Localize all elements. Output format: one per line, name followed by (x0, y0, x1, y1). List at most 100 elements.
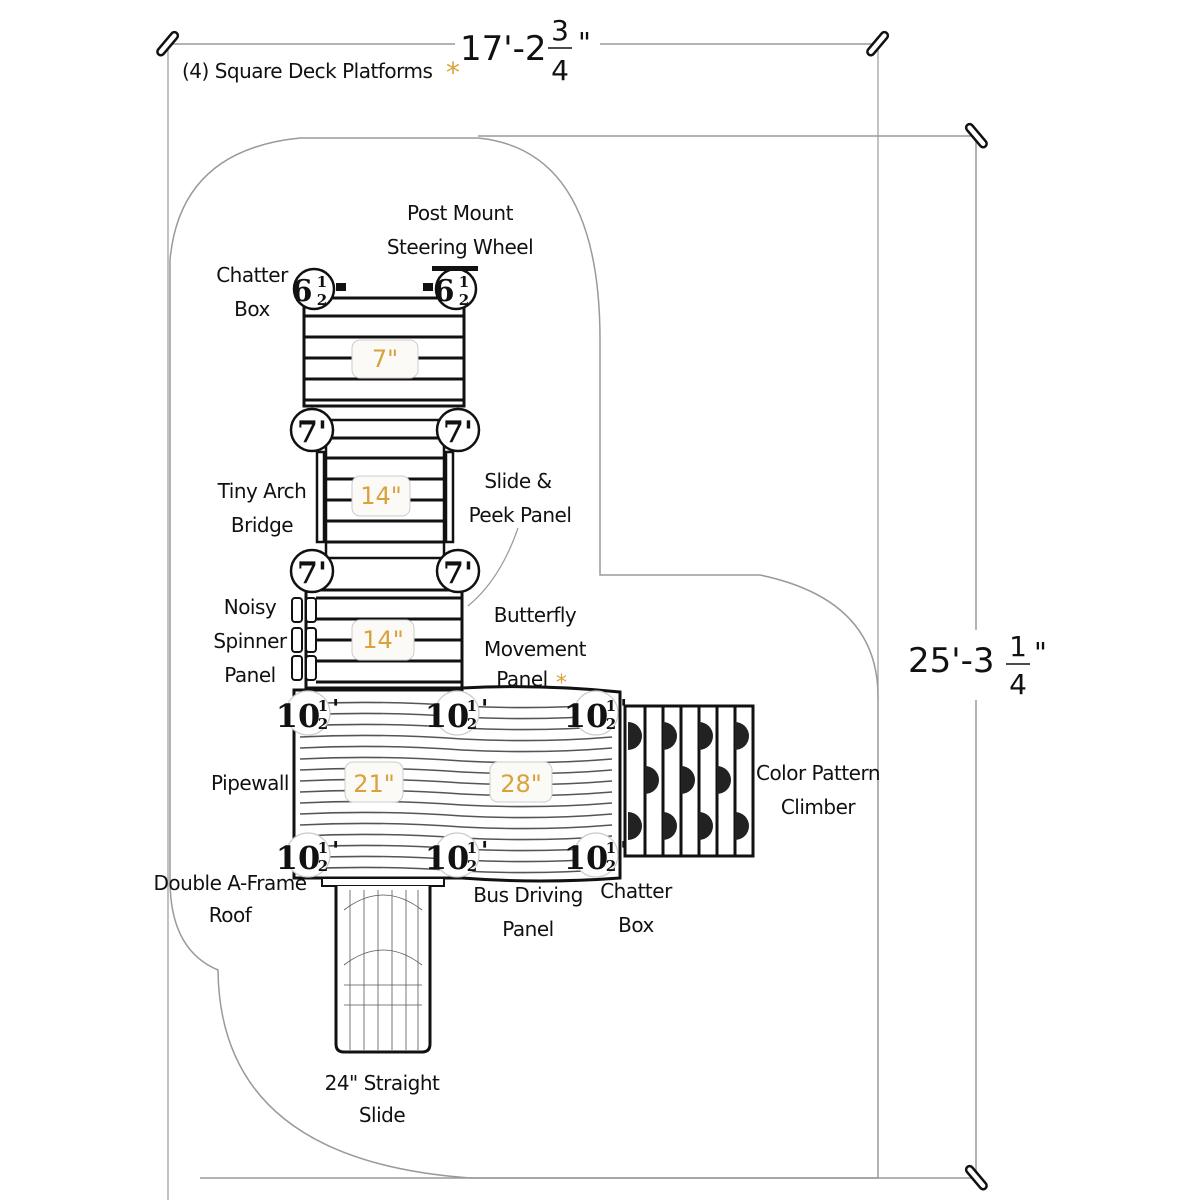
chatter-box-bottom-label-2: Box (618, 913, 654, 937)
deck-plank (299, 822, 613, 830)
color-pattern-climber (623, 704, 755, 858)
deck-plank (299, 734, 613, 742)
post-height-denominator: 2 (467, 715, 477, 733)
post-height-numerator: 1 (606, 839, 616, 857)
deck-2-height: 14" (360, 482, 402, 510)
safety-zone-outline (169, 137, 879, 1179)
post-height: 7' (297, 415, 327, 450)
post-height-unit: ' (481, 836, 488, 865)
post-height-numerator: 1 (606, 697, 616, 715)
callout-labels: Post Mount Steering Wheel Chatter Box Ti… (154, 201, 881, 1127)
post-low (285, 690, 331, 736)
butterfly-label-1: Butterfly (494, 603, 577, 627)
double-aframe-label-2: Roof (209, 903, 253, 927)
slide-label-1: 24" Straight (325, 1071, 440, 1095)
dimension-tick-icon (156, 30, 180, 57)
post-height-whole: 6 (292, 274, 313, 309)
post-height-whole: 10 (425, 697, 470, 735)
tiny-arch-label-1: Tiny Arch (217, 479, 307, 503)
climbing-hold-icon (628, 722, 749, 840)
noisy-spinner-panel (291, 597, 317, 681)
post-height-whole: 10 (425, 839, 470, 877)
noisy-spinner-label-2: Spinner (213, 629, 288, 653)
height-dimension-whole: 25'-3 (908, 641, 995, 681)
post-height-denominator: 2 (318, 857, 328, 875)
post-height: 7' (297, 556, 327, 591)
dimension-tick-icon (964, 1164, 988, 1191)
color-pattern-label-1: Color Pattern (756, 761, 880, 785)
post-mid (435, 548, 481, 594)
post-low (285, 832, 331, 878)
tiny-arch-bridge-rail (315, 450, 455, 544)
width-dimension-whole: 17'-2 (460, 29, 547, 69)
width-dimension-denominator: 4 (551, 54, 569, 87)
post-height-numerator: 1 (317, 273, 327, 291)
pipewall-label: Pipewall (211, 771, 289, 795)
post-height-unit: ' (620, 836, 627, 865)
chatter-box-icon (336, 283, 346, 291)
post-height-denominator: 2 (606, 857, 616, 875)
post-mount-label-1: Post Mount (407, 201, 514, 225)
chatter-box-icon (423, 283, 433, 291)
width-dimension-unit: " (578, 26, 591, 59)
deck-1: 7" (302, 296, 466, 408)
post-height-whole: 10 (564, 697, 609, 735)
deck-plank (299, 745, 613, 753)
slide-peek-label-2: Peek Panel (469, 503, 572, 527)
post-height-unit: ' (332, 836, 339, 865)
deck-plank (299, 811, 613, 819)
slide-label-2: Slide (359, 1103, 406, 1127)
post-mid (289, 548, 335, 594)
post-height-denominator: 2 (317, 291, 327, 309)
double-aframe-label-1: Double A-Frame (154, 871, 307, 895)
post-height-whole: 10 (564, 839, 609, 877)
post-mid (435, 407, 481, 453)
post-low (434, 832, 480, 878)
width-dimension-numerator: 3 (551, 14, 569, 47)
post-height-numerator: 1 (318, 839, 328, 857)
post-height-unit: ' (481, 694, 488, 723)
straight-slide (321, 877, 445, 1054)
post-height-denominator: 2 (467, 857, 477, 875)
deck-3-height: 14" (362, 626, 404, 654)
deck-plank (299, 756, 613, 764)
post-height-whole: 6 (434, 274, 455, 309)
post-height-whole: 10 (276, 697, 321, 735)
steering-wheel-icon (432, 266, 478, 271)
leader-line (467, 527, 519, 607)
noisy-spinner-label-3: Panel (224, 663, 275, 687)
post-mount-label-2: Steering Wheel (387, 235, 533, 259)
post-height-unit: ' (620, 694, 627, 723)
width-dimension: 17'-2 3 4 " (156, 14, 890, 1200)
tiny-arch-label-2: Bridge (231, 513, 293, 537)
post-low (573, 832, 619, 878)
deck-1-height: 7" (372, 345, 398, 373)
post-height-denominator: 2 (606, 715, 616, 733)
slide-peek-label-1: Slide & (484, 469, 551, 493)
bus-driving-label-2: Panel (502, 917, 553, 941)
butterfly-label-2: Movement (484, 637, 587, 661)
bus-driving-label-1: Bus Driving (473, 883, 583, 907)
post-height-denominator: 2 (459, 291, 469, 309)
platforms-note: (4) Square Deck Platforms (182, 59, 432, 83)
noisy-spinner-label-1: Noisy (224, 595, 277, 619)
post-top (292, 267, 336, 311)
height-dimension-numerator: 1 (1009, 630, 1027, 663)
height-dimension-denominator: 4 (1009, 668, 1027, 701)
post-height-unit: ' (332, 694, 339, 723)
asterisk-icon: * (556, 671, 567, 696)
butterfly-label-3: Panel (496, 667, 547, 691)
chatter-box-top-label-1: Chatter (216, 263, 289, 287)
post-mid (289, 407, 335, 453)
post-low (434, 690, 480, 736)
deck-4-height: 21" (353, 770, 395, 798)
post-low (573, 690, 619, 736)
post-height-numerator: 1 (318, 697, 328, 715)
post-height: 7' (443, 415, 473, 450)
post-height-numerator: 1 (459, 273, 469, 291)
post-height-denominator: 2 (318, 715, 328, 733)
chatter-box-top-label-2: Box (234, 297, 270, 321)
asterisk-icon: * (446, 56, 460, 89)
